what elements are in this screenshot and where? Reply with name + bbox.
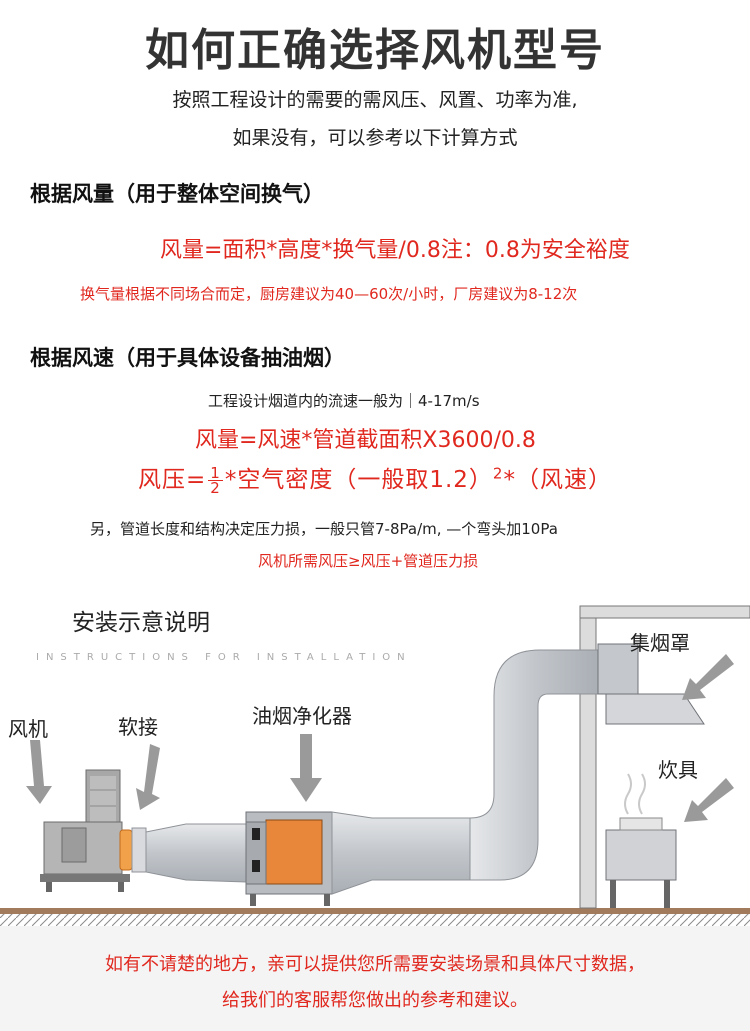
section-velocity-heading: 根据风速（用于具体设备抽油烟） xyxy=(30,346,345,370)
page-title: 如何正确选择风机型号 xyxy=(145,25,605,76)
arrow-soft-joint xyxy=(136,744,160,810)
pressure-formula-middle: *空气密度（一般取1.2） xyxy=(224,467,493,493)
airflow-formula: 风量=面积*高度*换气量/0.8注：0.8为安全裕度 xyxy=(160,238,630,263)
oil-fume-purifier xyxy=(245,811,333,906)
fan-unit xyxy=(40,769,130,892)
smoke-hood xyxy=(597,643,705,725)
footer-panel: 如有不请楚的地方，亲可以提供您所需要安装场景和具体尺寸数据， 给我们的客服帮您做… xyxy=(0,926,750,1031)
pressure-loss-note: 另，管道长度和结构决定压力损，一般只管7-8Pa/m, —个弯头加10Pa xyxy=(90,520,558,538)
stove xyxy=(605,773,677,908)
intro-line-1: 按照工程设计的需要的需风压、风置、功率为准, xyxy=(172,89,578,111)
label-hood: 集烟罩 xyxy=(630,631,690,655)
arrow-hood xyxy=(682,654,734,700)
arrow-fan xyxy=(26,740,52,804)
soft-joint xyxy=(119,827,147,873)
air-change-note: 换气量根据不同场合而定，厨房建议为40—60次/小时，厂房建议为8-12次 xyxy=(80,285,578,303)
fraction-numerator: 1 xyxy=(208,464,223,482)
arrow-purifier xyxy=(290,734,322,802)
pressure-formula-exponent: 2 xyxy=(492,464,504,483)
arrow-stove xyxy=(684,778,734,822)
duct-outlet xyxy=(331,649,601,895)
floor xyxy=(0,908,750,926)
flow-velocity-note: 工程设计烟道内的流速一般为｜4-17m/s xyxy=(208,392,480,410)
footer-line-2: 给我们的客服帮您做出的参考和建议。 xyxy=(222,990,528,1011)
footer-line-1: 如有不请楚的地方，亲可以提供您所需要安装场景和具体尺寸数据， xyxy=(105,954,645,975)
duct-inlet xyxy=(145,823,247,883)
velocity-formula: 风量=风速*管道截面积X3600/0.8 xyxy=(195,428,536,453)
label-stove: 炊具 xyxy=(658,758,698,782)
fraction-denominator: 2 xyxy=(210,479,221,497)
section-airflow-heading: 根据风量（用于整体空间换气） xyxy=(30,182,324,206)
label-fan: 风机 xyxy=(8,717,48,741)
install-title: 安装示意说明 xyxy=(72,610,210,636)
intro-line-2: 如果没有，可以参考以下计算方式 xyxy=(232,127,518,149)
pressure-formula-suffix: *（风速） xyxy=(503,467,612,493)
installation-diagram xyxy=(0,605,750,926)
label-purifier: 油烟净化器 xyxy=(252,704,352,728)
pressure-formula-prefix: 风压= xyxy=(138,467,207,493)
label-soft-joint: 软接 xyxy=(118,715,158,739)
required-pressure-note: 风机所需风压≥风压+管道压力损 xyxy=(258,552,479,570)
install-subtitle: INSTRUCTIONS FOR INSTALLATION xyxy=(36,652,412,663)
